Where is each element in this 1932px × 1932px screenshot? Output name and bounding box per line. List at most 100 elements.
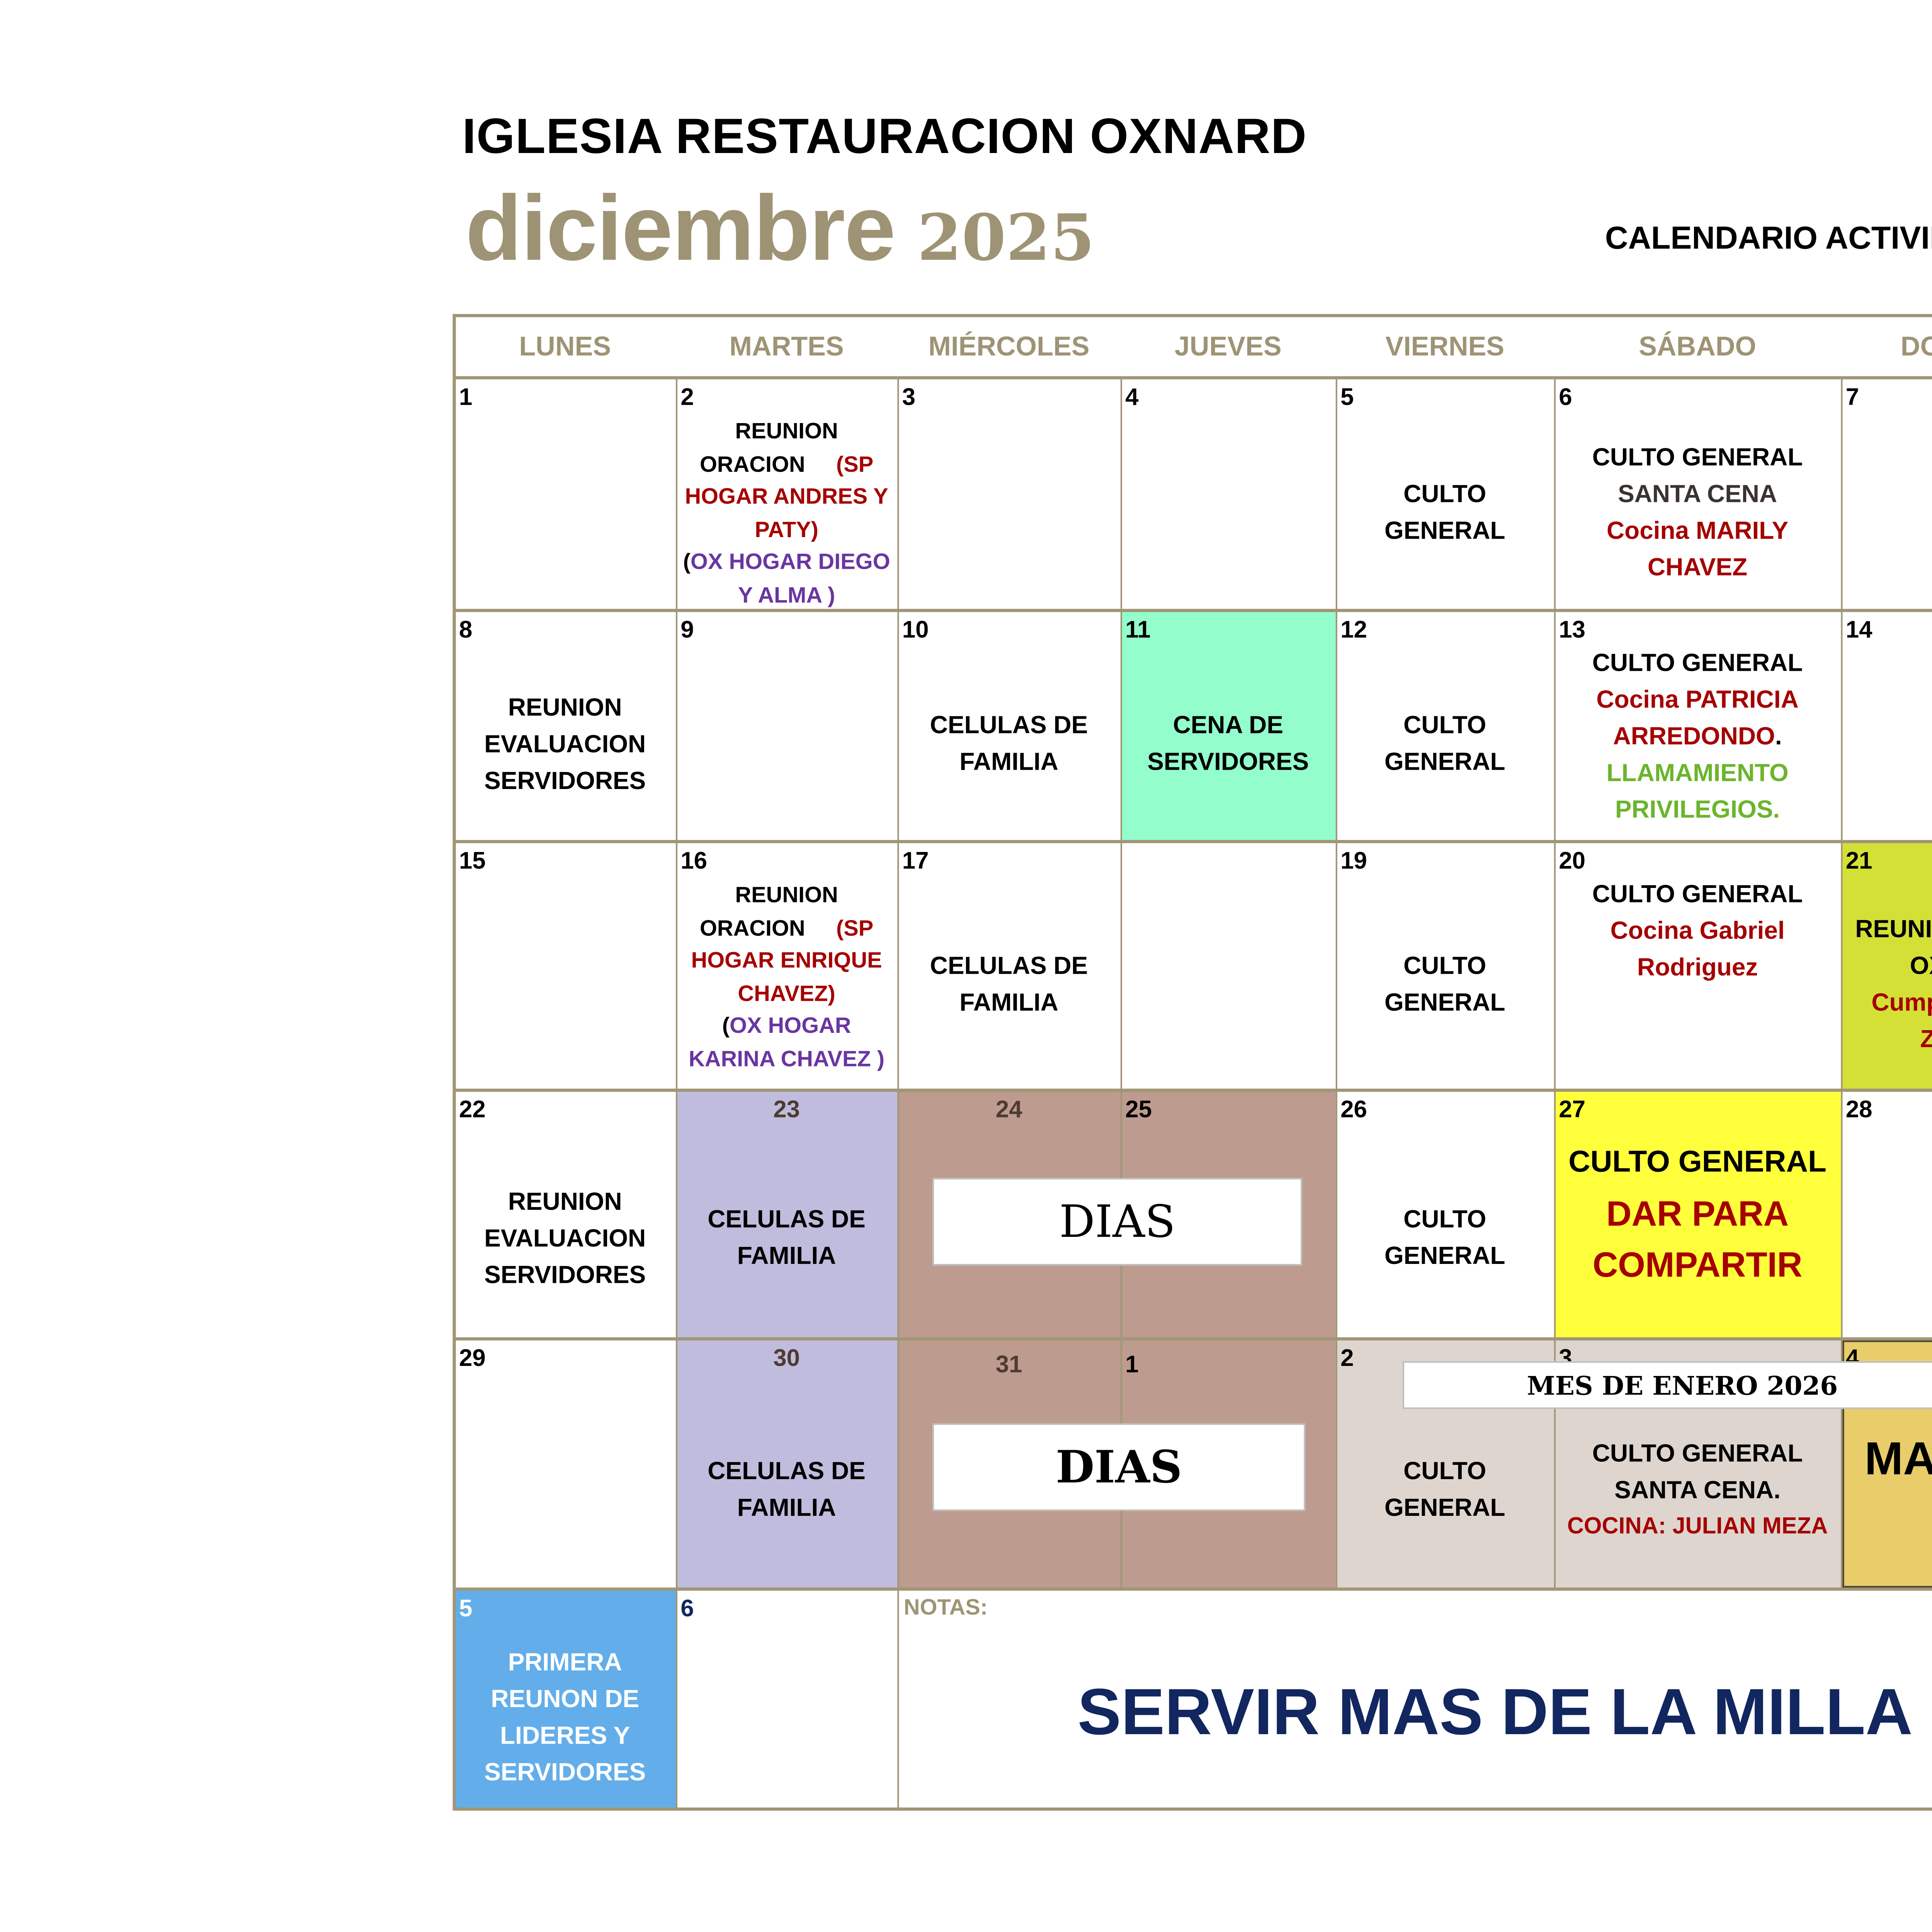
event-host-ox: KARINA CHAVEZ ) (689, 1044, 885, 1070)
day-cell-dec-28[interactable]: 28 (1841, 1090, 1932, 1339)
grid-border-top (452, 314, 1932, 317)
event-line: PRIMERA (508, 1650, 622, 1677)
day-cell-dec-20[interactable]: 20 CULTO GENERAL Cocina Gabriel Rodrigue… (1554, 842, 1841, 1090)
event-text: CULTO GENERAL DAR PARA COMPARTIR (1557, 1138, 1838, 1291)
event-cook: COCINA: JULIAN MEZA (1567, 1514, 1828, 1540)
day-cell-jan-5[interactable]: 5 PRIMERA REUNON DE LIDERES Y SERVIDORES (454, 1589, 676, 1809)
day-cell-dec-10[interactable]: 10 CELULAS DE FAMILIA (897, 611, 1121, 842)
day-cell-jan-1[interactable]: 1 (1121, 1339, 1336, 1589)
event-line: SERVIDORES (1147, 749, 1309, 776)
day-cell-dec-17[interactable]: 17 CELULAS DE FAMILIA (897, 842, 1121, 1090)
day-number: 4 (1125, 384, 1139, 412)
day-cell-dec-8[interactable]: 8 REUNION EVALUACION SERVIDORES (454, 611, 676, 842)
event-line: CELULAS DE (707, 1458, 866, 1486)
day-cell-dec-23[interactable]: 23 CELULAS DE FAMILIA (676, 1090, 897, 1339)
event-line: GENERAL (1384, 518, 1505, 545)
event-line: CULTO GENERAL (1592, 650, 1803, 678)
day-cell-dec-1[interactable]: 1 (454, 378, 676, 611)
grid-line-col (1119, 378, 1121, 1589)
event-line: SANTA CENA. (1614, 1477, 1781, 1505)
event-text: CELULAS DE FAMILIA (679, 1454, 894, 1527)
event-cook: Rodriguez (1637, 954, 1758, 982)
day-cell-dec-6[interactable]: 6 CULTO GENERAL SANTA CENA Cocina MARILY… (1554, 378, 1841, 611)
day-cell-dec-27[interactable]: 27 CULTO GENERAL DAR PARA COMPARTIR (1554, 1090, 1841, 1339)
event-line: CELULAS DE (930, 712, 1088, 740)
day-cell-dec-12[interactable]: 12 CULTO GENERAL (1336, 611, 1554, 842)
grid-line-row (452, 840, 1932, 844)
event-host-sp: HOGAR ANDRES Y (685, 483, 888, 509)
event-line: REUNION SECTOR (1855, 916, 1932, 944)
event-line: O (1844, 1493, 1932, 1560)
event-line: GENERAL (1384, 1495, 1505, 1522)
event-line: GENERAL (1384, 990, 1505, 1017)
event-text: REUNION ORACION (SP HOGAR ANDRES Y PATY)… (679, 415, 894, 611)
day-cell-dec-19[interactable]: 19 CULTO GENERAL (1336, 842, 1554, 1090)
day-cell-dec-21[interactable]: 21 REUNION SECTOR OXNARD. Cumple:Richard… (1841, 842, 1932, 1090)
day-cell-jan-3[interactable]: 3 CULTO GENERAL SANTA CENA. COCINA: JULI… (1554, 1339, 1841, 1589)
day-cell-dec-22[interactable]: 22 REUNION EVALUACION SERVIDORES (454, 1090, 676, 1339)
event-line: FAMILIA (737, 1243, 836, 1270)
day-cell-dec-14[interactable]: 14 (1841, 611, 1932, 842)
day-cell-dec-24[interactable]: 24 (897, 1090, 1121, 1339)
grid-line-col (896, 378, 898, 1809)
event-text: CULTO GENERAL Cocina PATRICIA ARREDONDO.… (1557, 646, 1838, 829)
event-host-sp: HOGAR ENRIQUE (691, 947, 882, 973)
event-line: CULTO GENERAL (1592, 881, 1803, 909)
day-cell-dec-16[interactable]: 16 REUNION ORACION (SP HOGAR ENRIQUE CHA… (676, 842, 897, 1090)
event-text: REUNION EVALUACION SERVIDORES (457, 1184, 673, 1294)
day-cell-dec-5[interactable]: 5 CULTO GENERAL (1336, 378, 1554, 611)
event-host-ox: Y ALMA ) (738, 581, 835, 607)
event-line: REUNION (508, 1189, 622, 1216)
day-cell-dec-29[interactable]: 29 (454, 1339, 676, 1589)
event-cook: CHAVEZ (1648, 554, 1748, 582)
event-highlight: COMPARTIR (1592, 1245, 1803, 1285)
day-cell-dec-2[interactable]: 2 REUNION ORACION (SP HOGAR ANDRES Y PAT… (676, 378, 897, 611)
day-cell-dec-11[interactable]: 11 CENA DE SERVIDORES (1121, 611, 1336, 842)
day-cell-dec-25[interactable]: 25 (1121, 1090, 1336, 1339)
day-number: 12 (1340, 617, 1367, 644)
day-cell-dec-18[interactable] (1121, 842, 1336, 1090)
event-line: CULTO GENERAL (1592, 444, 1803, 472)
weekday-header-viernes: VIERNES (1385, 330, 1505, 361)
event-line: OXNARD. (1910, 953, 1932, 980)
day-number: 9 (680, 617, 694, 644)
cell-bg-dec-21 (1841, 842, 1932, 1090)
day-cell-dec-9[interactable]: 9 (676, 611, 897, 842)
notes-section: NOTAS: SERVIR MAS DE LA MILLA (897, 1589, 1932, 1809)
day-cell-dec-26[interactable]: 26 CULTO GENERAL (1336, 1090, 1554, 1339)
day-cell-dec-13[interactable]: 13 CULTO GENERAL Cocina PATRICIA ARREDON… (1554, 611, 1841, 842)
day-cell-jan-2[interactable]: 2 CULTO GENERAL (1336, 1339, 1554, 1589)
day-cell-jan-6[interactable]: 6 (676, 1589, 897, 1809)
weekday-header-domingo: DOMINGO (1900, 330, 1932, 361)
day-number: 11 (1125, 617, 1151, 644)
event-line: EVALUACION (484, 1226, 646, 1253)
grid-line-row (452, 1587, 1932, 1591)
event-text: REUNION ORACION (SP HOGAR ENRIQUE CHAVEZ… (679, 878, 894, 1074)
grid-border-bottom (452, 1807, 1932, 1811)
day-number: 6 (1559, 384, 1572, 412)
event-line: MATUTIN (1864, 1434, 1932, 1486)
grid-line-col (1553, 378, 1555, 1589)
day-cell-dec-31[interactable]: 31 (897, 1339, 1121, 1589)
event-line: REUNON DE (491, 1686, 639, 1714)
day-cell-dec-4[interactable]: 4 (1121, 378, 1336, 611)
day-cell-dec-15[interactable]: 15 (454, 842, 676, 1090)
weekday-header-miercoles: MIÉRCOLES (928, 330, 1090, 361)
event-text: CULTO GENERAL (1339, 948, 1551, 1022)
event-highlight: DAR PARA (1606, 1194, 1789, 1234)
grid-line-col (1335, 378, 1337, 1589)
day-cell-dec-30[interactable]: 30 CELULAS DE FAMILIA (676, 1339, 897, 1589)
event-line: GENERAL (1384, 1243, 1505, 1270)
day-cell-dec-7[interactable]: 7 (1841, 378, 1932, 611)
day-number: 5 (1340, 384, 1354, 412)
day-number: 8 (459, 617, 473, 644)
event-note: PRIVILEGIOS. (1615, 797, 1780, 824)
event-text: CULTO GENERAL (1339, 1454, 1551, 1527)
day-cell-dec-3[interactable]: 3 (897, 378, 1121, 611)
event-line: SERVIDORES (484, 1760, 646, 1787)
grid-line-header (452, 376, 1932, 379)
event-line: ORACION (SP (700, 914, 874, 940)
event-line: EVALUACION (484, 731, 646, 759)
